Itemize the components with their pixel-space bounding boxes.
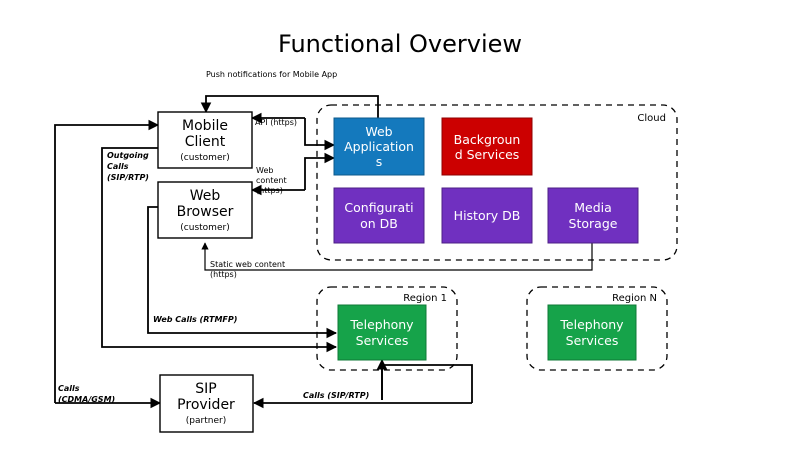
media-storage-label-line2: Storage [569,216,618,231]
edge-outgoing-calls-label-3: (SIP/RTP) [107,173,149,182]
mobile-client-box[interactable] [157,111,253,169]
mobile-client-label-line1: Mobile [182,118,228,134]
sip-provider-label-line2: Provider [177,397,235,413]
edge-web-content-request [304,152,336,190]
node-mobile-client[interactable]: Mobile Client (customer) [157,111,253,169]
cloud-container [316,104,678,261]
edge-static-web-content-label-1: Static web content [210,260,285,269]
edge-calls-sip-rtp-label: Calls (SIP/RTP) [303,391,369,400]
edge-web-content-label-2: content [256,176,287,185]
edge-web-content-label-3: (https) [256,186,283,195]
page-title: Functional Overview [278,30,522,58]
node-sip-provider[interactable]: SIP Provider (partner) [159,374,254,433]
edge-web-content-label-1: Web [256,166,273,175]
node-background-services[interactable]: Backgroun d Services [441,117,533,176]
cloud-container-label: Cloud [637,113,666,124]
edge-web-calls [147,206,338,339]
region-n-container [526,286,668,371]
configuration-db-label-line1: Configurati [344,200,413,215]
edge-static-web-content-label-2: (https) [210,270,237,279]
edge-web-calls-label: Web Calls (RTMFP) [153,315,237,324]
node-telephony-region-n[interactable]: Telephony Services [547,304,637,361]
configuration-db-label-line2: on DB [360,216,398,231]
edge-return-to-mobile-client [54,119,160,403]
web-browser-label-line2: Browser [177,204,234,220]
media-storage-box[interactable] [547,187,639,244]
region-1-container-label: Region 1 [403,293,447,304]
mobile-client-label-line2: Client [185,134,226,150]
node-configuration-db[interactable]: Configurati on DB [333,187,425,244]
telephony-region-1-label-line1: Telephony [349,317,414,332]
background-services-label-line1: Backgroun [454,132,521,147]
edge-outgoing-calls-label-2: Calls [107,162,129,171]
web-applications-box[interactable] [333,117,425,176]
edge-static-web-content [201,242,593,271]
web-browser-box[interactable] [157,181,253,239]
sip-provider-sublabel: (partner) [186,416,226,426]
telephony-region-n-label-line2: Services [566,333,619,348]
web-applications-label-line3: s [376,154,383,169]
background-services-label-line2: d Services [455,147,520,162]
edge-calls-sip-rtp-riser [382,364,473,403]
region-n-container-label: Region N [612,293,657,304]
media-storage-label-line1: Media [574,200,612,215]
node-media-storage[interactable]: Media Storage [547,187,639,244]
edge-api-https-label: API (https) [255,118,297,127]
background-services-box[interactable] [441,117,533,176]
telephony-region-1-box[interactable] [337,304,427,361]
edge-outgoing-calls-label-1: Outgoing [107,151,149,160]
edge-calls-cdma-gsm-label-1: Calls [58,384,80,393]
region-1-container [316,286,458,371]
mobile-client-sublabel: (customer) [180,153,229,163]
node-web-browser[interactable]: Web Browser (customer) [157,181,253,239]
edge-api-https-request [304,118,336,151]
sip-provider-label-line1: SIP [195,381,216,397]
configuration-db-box[interactable] [333,187,425,244]
web-browser-label-line1: Web [190,188,221,204]
node-web-applications[interactable]: Web Application s [333,117,425,176]
web-applications-label-line2: Application [344,139,414,154]
telephony-region-n-box[interactable] [547,304,637,361]
edge-outgoing-calls [101,147,338,353]
edge-push-notifications [200,95,379,118]
sip-provider-box[interactable] [159,374,254,433]
web-applications-label-line1: Web [365,124,392,139]
telephony-region-n-label-line1: Telephony [559,317,624,332]
edge-calls-cdma-gsm-label-2: (CDMA/GSM) [58,395,115,404]
history-db-box[interactable] [441,187,533,244]
telephony-region-1-label-line2: Services [356,333,409,348]
edge-push-notifications-label: Push notifications for Mobile App [206,70,337,79]
history-db-label-line1: History DB [454,208,521,223]
node-telephony-region-1[interactable]: Telephony Services [337,304,427,361]
node-history-db[interactable]: History DB [441,187,533,244]
web-browser-sublabel: (customer) [180,223,229,233]
